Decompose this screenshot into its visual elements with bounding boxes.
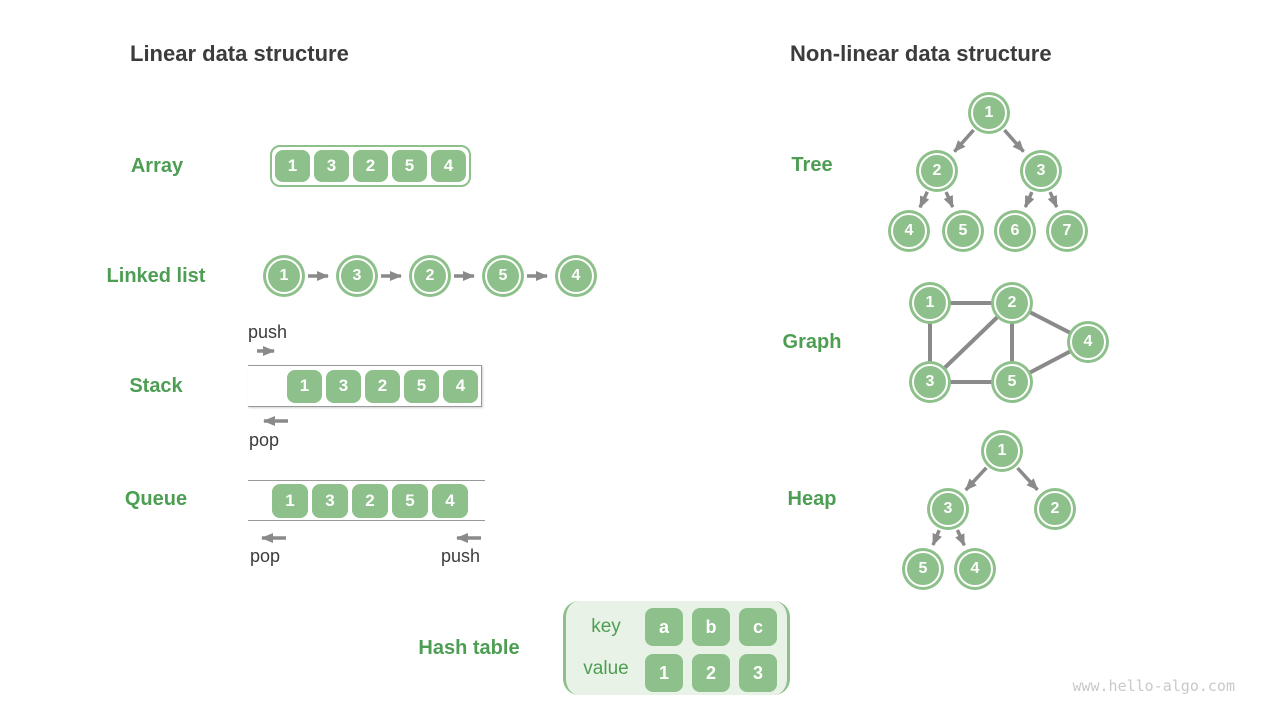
linked-list-node: 2 xyxy=(412,258,448,294)
queue-cell: 4 xyxy=(432,483,468,518)
stack-pop-label: pop xyxy=(249,430,280,450)
tree-node: 4 xyxy=(891,213,927,249)
hash-key-label: key xyxy=(591,616,621,637)
stack-push-label: push xyxy=(248,322,288,342)
queue-cell: 2 xyxy=(352,483,388,518)
hash-key-cell: c xyxy=(739,608,777,646)
heap-edge xyxy=(955,529,966,547)
queue-pop-label: pop xyxy=(250,546,281,566)
tree-node: 7 xyxy=(1049,213,1085,249)
watermark: www.hello-algo.com xyxy=(1072,677,1235,695)
queue-push-label: push xyxy=(441,546,481,566)
stack-cell: 5 xyxy=(404,369,439,403)
tree-node: 5 xyxy=(945,213,981,249)
heap-node: 2 xyxy=(1037,491,1073,527)
heap-edge xyxy=(931,529,942,546)
array-cell: 1 xyxy=(275,150,310,182)
hash-value-cell: 3 xyxy=(739,654,777,692)
linear-title: Linear data structure xyxy=(130,41,349,66)
nonlinear-title: Non-linear data structure xyxy=(790,41,1052,66)
stack-cell: 1 xyxy=(287,369,322,403)
graph-node: 2 xyxy=(994,285,1030,321)
array-cell: 4 xyxy=(431,150,466,182)
heap-node: 5 xyxy=(905,551,941,587)
graph-node: 5 xyxy=(994,364,1030,400)
heap-label: Heap xyxy=(787,488,837,510)
heap-edge xyxy=(964,466,988,492)
array-cell: 3 xyxy=(314,150,349,182)
heap-node: 1 xyxy=(984,433,1020,469)
hash-value-label: value xyxy=(583,658,629,679)
heap-node: 4 xyxy=(957,551,993,587)
graph-node: 3 xyxy=(912,364,948,400)
hash-key-cell: b xyxy=(692,608,730,646)
tree-edge xyxy=(1047,191,1059,209)
linked-list-node: 1 xyxy=(266,258,302,294)
hash-value-cell: 2 xyxy=(692,654,730,692)
array-cell: 2 xyxy=(353,150,388,182)
linked-list-label: Linked list xyxy=(106,265,206,287)
tree-edge xyxy=(953,128,975,153)
tree-edge xyxy=(943,191,955,209)
hash-key-cell: a xyxy=(645,608,683,646)
stack-cell: 2 xyxy=(365,369,400,403)
array-container: 1 3 2 5 4 xyxy=(270,145,471,187)
tree-edge xyxy=(1023,191,1035,209)
tree-edge xyxy=(918,191,930,209)
graph-label: Graph xyxy=(782,331,842,353)
queue-cell: 5 xyxy=(392,483,428,518)
array-cell: 5 xyxy=(392,150,427,182)
linked-list-node: 5 xyxy=(485,258,521,294)
stack-cell: 4 xyxy=(443,369,478,403)
stack-container: 1 3 2 5 4 xyxy=(248,365,482,407)
graph-node: 1 xyxy=(912,285,948,321)
hash-table-label: Hash table xyxy=(418,637,520,659)
queue-cell: 1 xyxy=(272,483,308,518)
tree-node: 6 xyxy=(997,213,1033,249)
hash-value-cell: 1 xyxy=(645,654,683,692)
heap-edge xyxy=(1016,466,1039,491)
queue-cell: 3 xyxy=(312,483,348,518)
stack-label: Stack xyxy=(129,375,183,397)
tree-node: 3 xyxy=(1023,153,1059,189)
linked-list-node: 3 xyxy=(339,258,375,294)
tree-node: 2 xyxy=(919,153,955,189)
array-label: Array xyxy=(130,155,184,177)
queue-label: Queue xyxy=(124,488,188,510)
linked-list-node: 4 xyxy=(558,258,594,294)
tree-node: 1 xyxy=(971,95,1007,131)
heap-node: 3 xyxy=(930,491,966,527)
stack-cell: 3 xyxy=(326,369,361,403)
tree-edge xyxy=(1003,128,1025,153)
tree-label: Tree xyxy=(791,154,833,176)
queue-container: 1 3 2 5 4 xyxy=(248,480,485,521)
graph-node: 4 xyxy=(1070,324,1106,360)
